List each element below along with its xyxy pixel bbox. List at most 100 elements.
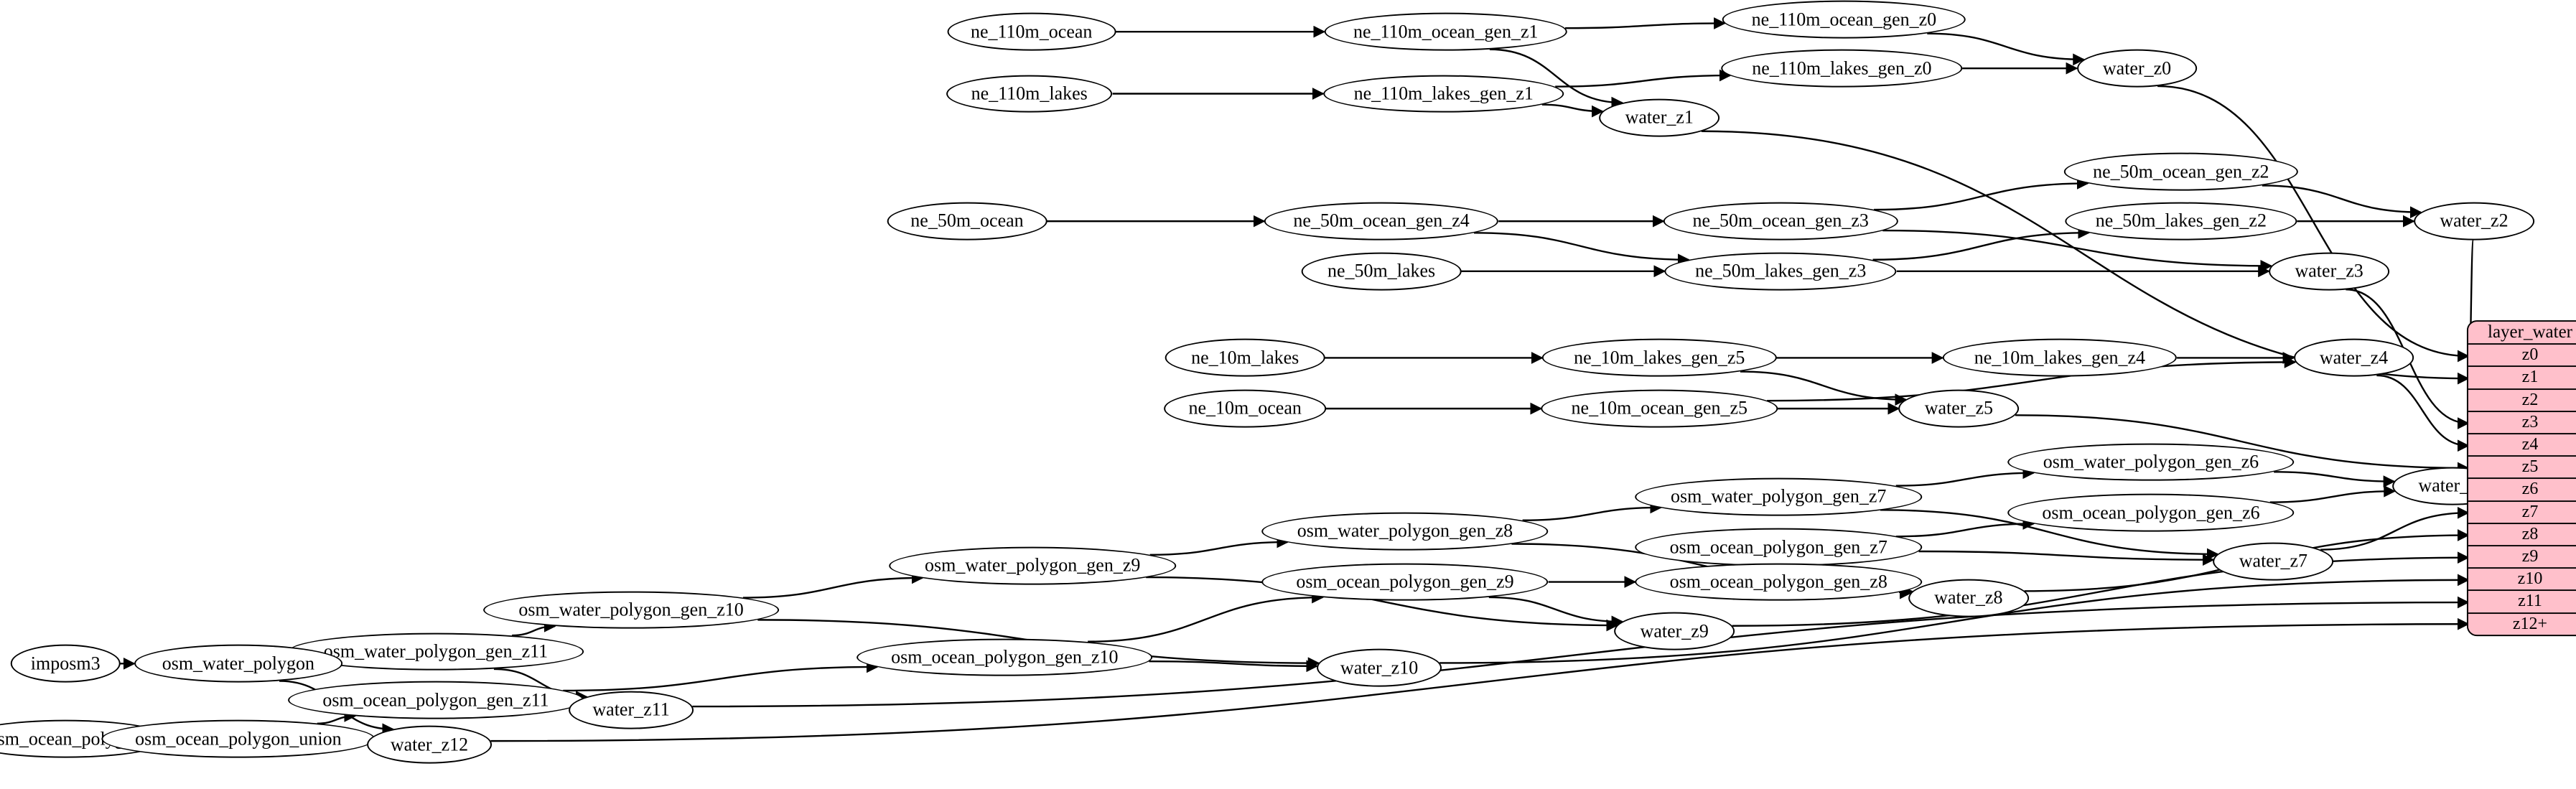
graph-node-osm-ocean-polygon-gen-z10[interactable]: osm_ocean_polygon_gen_z10 — [857, 638, 1153, 676]
graph-node-osm-ocean-polygon-gen-z9[interactable]: osm_ocean_polygon_gen_z9 — [1261, 563, 1549, 601]
graph-node-label: ne_10m_lakes — [1191, 347, 1299, 368]
graph-node-water-z3[interactable]: water_z3 — [2269, 252, 2390, 291]
edge-ne-50m-ocean-gen-z4-to-ne-50m-lakes-gen-z3 — [1474, 232, 1690, 266]
graph-node-osm-water-polygon-gen-z10[interactable]: osm_water_polygon_gen_z10 — [483, 591, 779, 630]
edge-osm-water-polygon-gen-z6-to-water-z6 — [2274, 471, 2396, 488]
layer-water-row-z5[interactable]: z5 — [2468, 457, 2576, 480]
graph-node-label: ne_10m_ocean — [1188, 398, 1302, 419]
edge-ne-110m-ocean-gen-z0-to-water-z0 — [1927, 32, 2086, 66]
edge-osm-ocean-polygon-gen-z11-to-osm-ocean-polygon-gen-z10 — [563, 660, 879, 692]
graph-node-water-z11[interactable]: water_z11 — [569, 691, 694, 729]
edge-osm-water-polygon-gen-z9-to-water-z9 — [1146, 576, 1619, 632]
layer-water-table-header[interactable]: layer_water — [2468, 322, 2576, 345]
layer-water-row-z8[interactable]: z8 — [2468, 523, 2576, 547]
graph-node-water-z0[interactable]: water_z0 — [2076, 49, 2198, 88]
graph-node-label: ne_110m_ocean — [970, 21, 1093, 42]
graph-node-osm-water-polygon-gen-z6[interactable]: osm_water_polygon_gen_z6 — [2007, 443, 2295, 482]
graph-node-label: water_z5 — [1924, 398, 1994, 419]
graph-node-osm-water-polygon-gen-z11[interactable]: osm_water_polygon_gen_z11 — [288, 632, 584, 671]
graph-node-ne-110m-lakes-gen-z0[interactable]: ne_110m_lakes_gen_z0 — [1721, 49, 1963, 88]
layer-water-row-z10[interactable]: z10 — [2468, 569, 2576, 592]
graph-node-ne-10m-ocean-gen-z5[interactable]: ne_10m_ocean_gen_z5 — [1541, 389, 1778, 428]
graph-node-label: ne_110m_lakes — [971, 83, 1088, 104]
graph-node-osm-ocean-polygon-gen-z8[interactable]: osm_ocean_polygon_gen_z8 — [1635, 563, 1922, 601]
graph-node-label: water_z0 — [2102, 57, 2172, 79]
graph-node-ne-50m-ocean-gen-z2[interactable]: ne_50m_ocean_gen_z2 — [2063, 153, 2298, 191]
graph-node-label: water_z1 — [1625, 106, 1694, 128]
graph-node-water-z7[interactable]: water_z7 — [2213, 542, 2334, 581]
edge-osm-water-polygon-gen-z7-to-water-z7 — [1880, 509, 2219, 561]
graph-node-label: water_z9 — [1640, 620, 1709, 642]
edge-osm-water-polygon-gen-z8-to-osm-water-polygon-gen-z7 — [1522, 501, 1663, 521]
graph-node-osm-water-polygon-gen-z7[interactable]: osm_water_polygon_gen_z7 — [1635, 477, 1922, 516]
graph-node-ne-50m-ocean[interactable]: ne_50m_ocean — [887, 202, 1047, 241]
graph-node-water-z5[interactable]: water_z5 — [1898, 389, 2020, 428]
graph-node-label: osm_water_polygon_gen_z7 — [1671, 485, 1887, 507]
graph-node-ne-110m-lakes[interactable]: ne_110m_lakes — [946, 75, 1113, 113]
graph-node-label: ne_10m_ocean_gen_z5 — [1571, 398, 1747, 419]
graph-node-ne-50m-lakes[interactable]: ne_50m_lakes — [1301, 252, 1462, 291]
graph-node-ne-10m-lakes[interactable]: ne_10m_lakes — [1165, 339, 1325, 377]
graph-node-water-z9[interactable]: water_z9 — [1614, 612, 1735, 650]
graph-node-ne-10m-ocean[interactable]: ne_10m_ocean — [1164, 389, 1327, 428]
graph-node-label: osm_ocean_polygon_union — [135, 728, 342, 750]
graph-node-ne-110m-ocean-gen-z0[interactable]: ne_110m_ocean_gen_z0 — [1722, 1, 1966, 39]
layer-water-row-z0[interactable]: z0 — [2468, 345, 2576, 368]
edge-water-z4-to-layer-water-z4 — [2376, 374, 2470, 452]
graph-node-ne-10m-lakes-gen-z5[interactable]: ne_10m_lakes_gen_z5 — [1542, 339, 1777, 377]
graph-node-label: ne_50m_ocean_gen_z3 — [1692, 210, 1869, 232]
graph-node-osm-ocean-polygon-union[interactable]: osm_ocean_polygon_union — [101, 719, 375, 758]
graph-node-water-z10[interactable]: water_z10 — [1317, 648, 1442, 687]
graph-node-osm-water-polygon[interactable]: osm_water_polygon — [134, 644, 342, 683]
edge-osm-ocean-polygon-gen-z6-to-water-z6 — [2269, 485, 2397, 503]
graph-node-imposm3[interactable]: imposm3 — [10, 644, 121, 683]
graph-node-osm-ocean-polygon-gen-z6[interactable]: osm_ocean_polygon_gen_z6 — [2007, 493, 2295, 532]
layer-water-row-z9[interactable]: z9 — [2468, 546, 2576, 569]
graph-node-label: water_z12 — [390, 734, 469, 755]
graph-node-ne-110m-ocean[interactable]: ne_110m_ocean — [947, 12, 1116, 51]
layer-water-row-z7[interactable]: z7 — [2468, 501, 2576, 524]
layer-water-row-z12plus[interactable]: z12+ — [2468, 613, 2576, 635]
graph-node-ne-50m-ocean-gen-z3[interactable]: ne_50m_ocean_gen_z3 — [1663, 202, 1898, 241]
layer-water-row-z4[interactable]: z4 — [2468, 434, 2576, 457]
graph-node-label: water_z8 — [1934, 587, 2003, 609]
layer-water-row-z1[interactable]: z1 — [2468, 367, 2576, 390]
edge-ne-10m-ocean-gen-z5-to-water-z4 — [1767, 356, 2297, 402]
edge-water-z12-to-layer-water-z12+ — [490, 617, 2470, 742]
layer-water-row-z6[interactable]: z6 — [2468, 479, 2576, 502]
graph-node-label: water_z10 — [1340, 657, 1419, 678]
graph-node-ne-50m-lakes-gen-z2[interactable]: ne_50m_lakes_gen_z2 — [2065, 202, 2297, 241]
graph-node-water-z12[interactable]: water_z12 — [367, 725, 492, 764]
layer-water-row-z11[interactable]: z11 — [2468, 591, 2576, 614]
graph-node-osm-ocean-polygon-gen-z11[interactable]: osm_ocean_polygon_gen_z11 — [288, 681, 584, 719]
edge-ne-110m-ocean-gen-z1-to-water-z1 — [1489, 48, 1624, 109]
layer-water-row-z3[interactable]: z3 — [2468, 411, 2576, 435]
layer-water-row-z2[interactable]: z2 — [2468, 389, 2576, 412]
graph-node-osm-water-polygon-gen-z8[interactable]: osm_water_polygon_gen_z8 — [1261, 512, 1549, 551]
graph-node-water-z2[interactable]: water_z2 — [2414, 202, 2534, 241]
edge-ne-10m-lakes-gen-z5-to-water-z5 — [1740, 370, 1908, 406]
edge-water-z7-to-layer-water-z7 — [2320, 506, 2470, 551]
edge-water-z10-to-layer-water-z10 — [1439, 574, 2470, 664]
graph-node-ne-10m-lakes-gen-z4[interactable]: ne_10m_lakes_gen_z4 — [1942, 339, 2178, 377]
edge-ne-50m-ocean-gen-z3-to-ne-50m-ocean-gen-z2 — [1873, 177, 2089, 211]
graph-node-label: ne_50m_ocean_gen_z4 — [1293, 210, 1470, 232]
graph-node-label: ne_110m_ocean_gen_z0 — [1751, 9, 1937, 30]
graph-node-osm-ocean-polygon-gen-z7[interactable]: osm_ocean_polygon_gen_z7 — [1635, 528, 1922, 566]
graph-node-water-z4[interactable]: water_z4 — [2293, 339, 2414, 377]
edge-ne-50m-lakes-gen-z3-to-ne-50m-lakes-gen-z2 — [1872, 226, 2091, 261]
graph-node-label: imposm3 — [30, 653, 101, 674]
graph-node-ne-50m-ocean-gen-z4[interactable]: ne_50m_ocean_gen_z4 — [1264, 202, 1499, 241]
graph-node-ne-110m-ocean-gen-z1[interactable]: ne_110m_ocean_gen_z1 — [1324, 12, 1568, 51]
edge-water-z5-to-layer-water-z5 — [2015, 414, 2470, 475]
graph-node-ne-50m-lakes-gen-z3[interactable]: ne_50m_lakes_gen_z3 — [1664, 252, 1897, 291]
graph-node-label: osm_water_polygon_gen_z8 — [1297, 520, 1513, 541]
graph-node-ne-110m-lakes-gen-z1[interactable]: ne_110m_lakes_gen_z1 — [1323, 75, 1564, 113]
graph-node-water-z8[interactable]: water_z8 — [1908, 579, 2029, 617]
graph-node-water-z1[interactable]: water_z1 — [1599, 98, 1720, 137]
graph-node-label: osm_ocean_polygon_gen_z9 — [1296, 571, 1514, 592]
graph-node-osm-water-polygon-gen-z9[interactable]: osm_water_polygon_gen_z9 — [889, 546, 1176, 585]
edge-ne-50m-ocean-gen-z2-to-water-z2 — [2262, 185, 2422, 219]
